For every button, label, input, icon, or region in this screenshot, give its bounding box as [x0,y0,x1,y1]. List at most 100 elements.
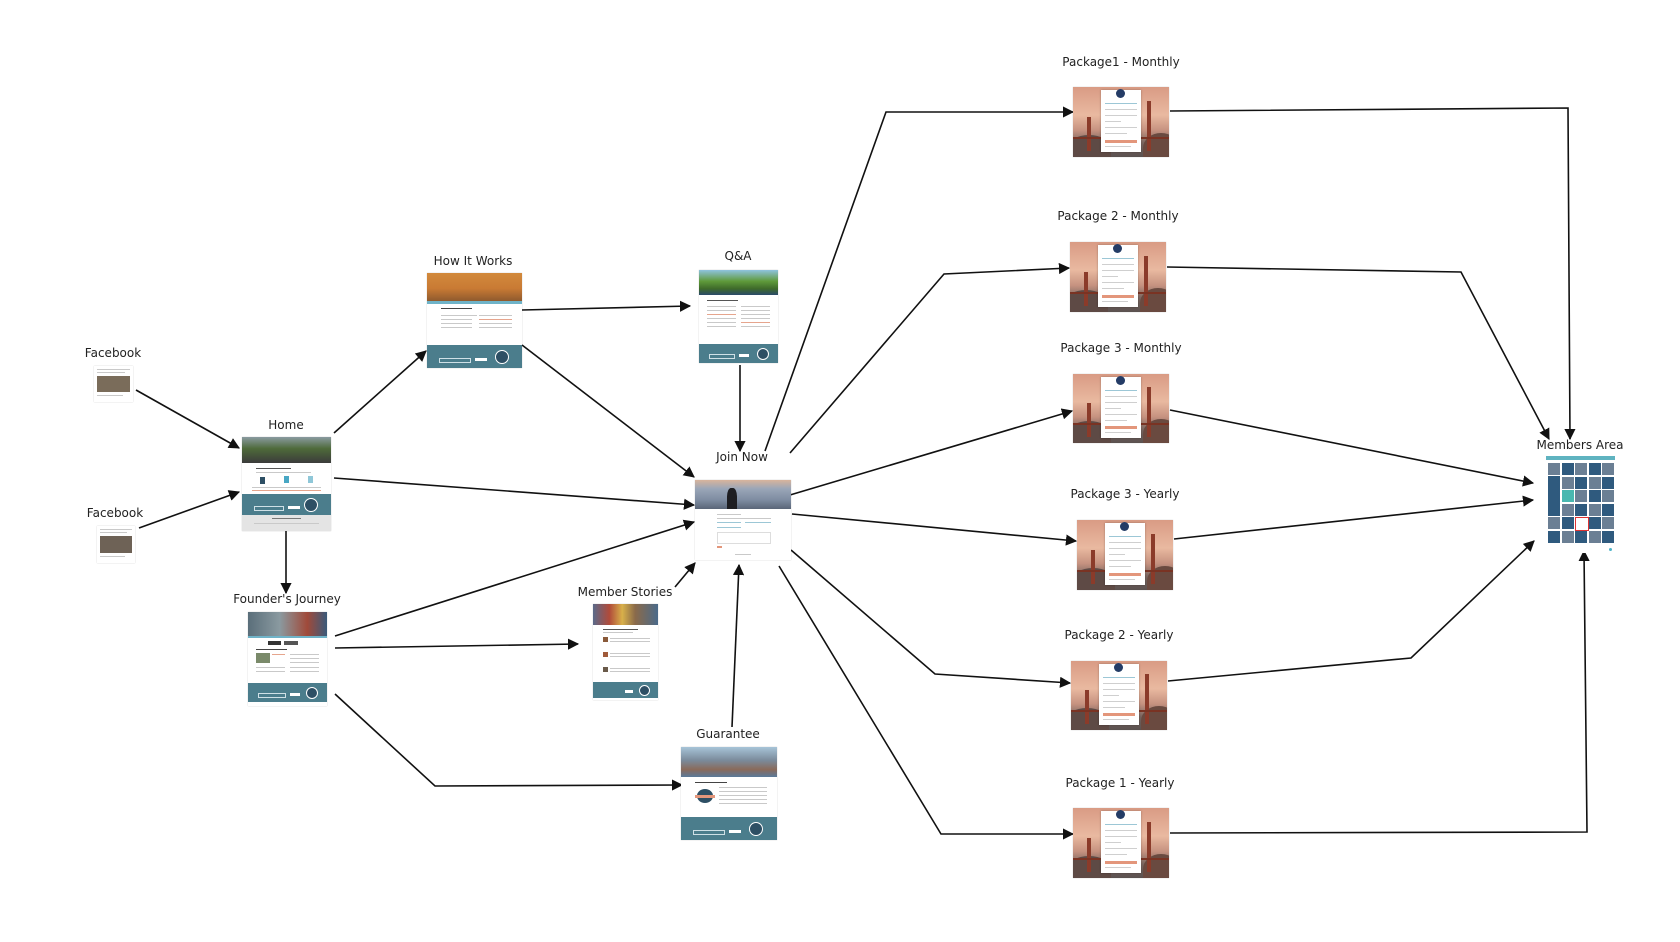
signup-form-card [1105,522,1145,585]
logo-icon [495,350,509,364]
package-checkout-thumbnail[interactable] [1073,808,1169,878]
edge-facebook-1-to-home [135,389,240,449]
member-content-tile [1588,463,1601,475]
edge-home-to-join-now [333,477,696,510]
member-content-tile [1602,503,1614,516]
join-now-page-thumbnail[interactable] [695,480,791,560]
node-label: Package 2 - Yearly [1064,628,1174,642]
package-checkout-thumbnail[interactable] [1073,87,1169,157]
node-label: How It Works [433,254,513,268]
home-page-thumbnail[interactable] [242,437,331,531]
member-content-tile [1548,463,1560,475]
member-content-tile [1561,530,1574,543]
node-label: Package 1 - Yearly [1065,776,1175,790]
package-checkout-thumbnail[interactable] [1071,661,1167,730]
edge-join-now-to-package1-yearly [778,565,1075,840]
logo-icon [757,348,769,360]
node-label: Member Stories [577,585,673,599]
members-header-bar [1546,456,1615,460]
edge-join-now-to-package3-monthly [789,408,1074,496]
member-content-tile [1561,503,1574,516]
node-label: Package 3 - Monthly [1060,341,1182,355]
node-label: Guarantee [696,727,760,741]
edge-guarantee-to-join-now [731,563,745,728]
member-stories-page-thumbnail[interactable] [593,604,658,700]
logo-icon [1114,663,1123,672]
guarantee-page-thumbnail[interactable] [681,747,777,840]
chat-icon[interactable] [1609,548,1612,551]
hero-image [681,747,777,777]
member-content-tile [1561,517,1574,529]
join-cta-banner [242,494,331,515]
member-content-tile [1602,476,1614,489]
node-label: Package 2 - Monthly [1057,209,1179,223]
join-cta-banner [681,817,777,840]
node-label: Package1 - Monthly [1062,55,1180,69]
member-content-tile [1561,490,1574,502]
guarantee-badge-icon [695,789,715,803]
node-label: Package 3 - Yearly [1070,487,1180,501]
member-content-tile [1588,476,1601,489]
edge-founders-journey-to-member-stories [334,638,580,650]
edge-join-now-to-package2-yearly [790,549,1072,688]
member-content-tile [1548,530,1560,543]
node-label: Facebook [84,346,142,360]
founders-journey-page-thumbnail[interactable] [248,612,327,706]
package-checkout-thumbnail[interactable] [1073,374,1169,443]
join-cta-banner [248,683,327,702]
node-label: Q&A [724,249,752,263]
member-content-tile [1588,503,1601,516]
hero-image [695,480,791,509]
package-checkout-thumbnail[interactable] [1077,520,1173,590]
edge-join-now-to-package1-monthly [764,106,1075,452]
logo-icon [1116,810,1125,819]
signup-form-card [1101,376,1141,438]
edge-join-now-to-package2-monthly [789,262,1071,454]
edge-how-it-works-to-qa [521,300,692,312]
logo-icon [1120,522,1129,531]
member-content-tile [1575,463,1587,475]
member-content-tile [1575,517,1589,531]
member-content-tile [1602,517,1614,529]
logo-icon [1116,376,1125,385]
member-content-tile [1602,463,1614,475]
join-cta-banner [593,682,658,698]
member-content-tile [1575,490,1587,502]
edge-package3-monthly-to-members-area [1169,409,1535,487]
members-area-page-thumbnail[interactable] [1546,456,1615,553]
edge-home-to-how-it-works [333,350,427,434]
qa-page-thumbnail[interactable] [699,270,778,363]
hero-image [242,437,331,463]
edge-founders-journey-to-join-now [334,519,696,637]
logo-icon [639,685,650,696]
member-content-tile [1588,530,1601,543]
post-image [97,376,130,392]
member-content-tile [1561,463,1574,475]
facebook-post-thumbnail[interactable] [94,366,133,402]
signup-form-card [1101,89,1141,152]
node-label: Home [268,418,304,432]
hero-image [427,273,522,301]
signup-form-card [1098,244,1138,307]
edge-founders-journey-to-guarantee [334,693,684,791]
member-content-tile [1561,476,1574,489]
package-checkout-thumbnail[interactable] [1070,242,1166,312]
hero-image [593,604,658,625]
join-cta-banner [699,344,778,363]
edge-package3-yearly-to-members-area [1173,495,1535,540]
member-content-tile [1602,530,1614,543]
node-label: Facebook [86,506,144,520]
logo-icon [1113,244,1122,253]
edge-package2-monthly-to-members-area [1166,266,1550,440]
members-sidebar [1548,476,1560,516]
member-content-tile [1575,476,1587,489]
how-it-works-page-thumbnail[interactable] [427,273,522,368]
edge-package1-monthly-to-members-area [1169,107,1576,441]
facebook-post-thumbnail[interactable] [97,526,135,563]
edge-join-now-to-package3-yearly [791,513,1078,546]
logo-icon [1116,89,1125,98]
signup-form-card [1099,663,1139,725]
logo-icon [306,687,318,699]
logo-icon [749,822,763,836]
